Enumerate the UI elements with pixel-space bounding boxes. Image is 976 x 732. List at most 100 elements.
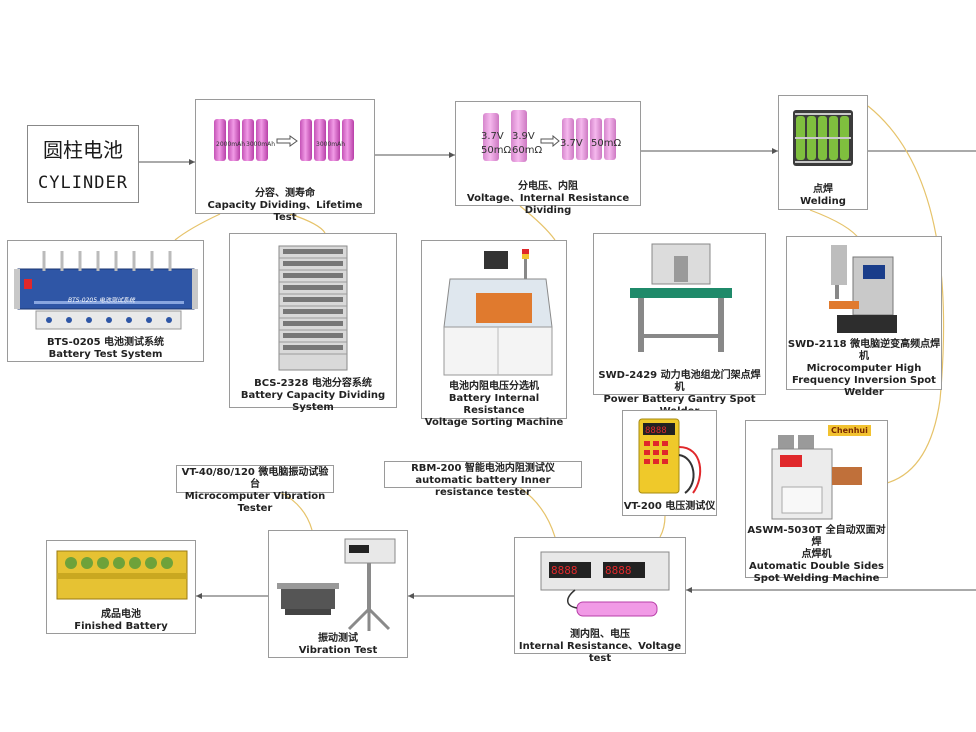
voltage-v3: 3.7V <box>560 138 583 149</box>
vibration-tester-icon <box>277 538 396 631</box>
resistance-tester-icon: 8888 8888 <box>540 551 670 617</box>
inversion-spot-welder-icon <box>829 245 897 333</box>
resistance-r2: 60mΩ <box>512 145 543 156</box>
rbm-cn: RBM-200 智能电池内阻测试仪 <box>411 463 555 474</box>
title-en: CYLINDER <box>38 173 128 193</box>
sorter-caption: 电池内阻电压分选机 Battery Internal Resistance Vo… <box>422 381 566 429</box>
aswm-caption: ASWM-5030T 全自动双面对焊 点焊机 Automatic Double … <box>746 525 887 585</box>
voltage-caption: 分电压、内阻 Voltage、Internal Resistance Divid… <box>456 181 640 217</box>
brand-logo: Chenhui <box>828 425 871 436</box>
arrow-right-icon <box>540 135 560 147</box>
battery-cell-icon <box>256 119 268 161</box>
vt200-caption: VT-200 电压测试仪 <box>623 501 716 513</box>
battery-cell-icon <box>228 119 240 161</box>
cell-label-1: 2000mAh <box>216 141 246 148</box>
capacity-step-box: 2000mAh 3000mAh 3000mAh 分容、测寿命 Capacity … <box>195 99 375 223</box>
bts-machine-box: BTS-0205 电池测试系统 BTS-0205 电池测试系统 Battery … <box>7 240 204 362</box>
battery-cell-icon <box>300 119 312 161</box>
swd2429-machine-box: SWD-2429 动力电池组龙门架点焊机 Power Battery Gantr… <box>593 233 766 417</box>
double-side-spot-welder-icon <box>771 435 862 520</box>
vibration-en: Vibration Test <box>298 645 378 656</box>
vibration-cn: 振动测试 <box>318 633 358 644</box>
bcs-caption: BCS-2328 电池分容系统 Battery Capacity Dividin… <box>230 378 396 414</box>
svg-text:8888: 8888 <box>605 564 632 577</box>
curve-welding-aswm <box>867 105 945 484</box>
battery-pack-icon <box>793 110 853 166</box>
vibration-caption: 振动测试 Vibration Test <box>269 633 407 657</box>
curve-capacity-bts <box>174 213 221 241</box>
vt40-en: Microcomputer Vibration Tester <box>184 491 326 514</box>
curve-rbm-resistance <box>519 487 556 538</box>
aswm-machine-box: Chenhui ASWM-5030T 全自动双面对焊 点焊机 Automatic… <box>745 420 888 584</box>
curve-capacity-bcs <box>289 213 326 234</box>
voltage-en: Voltage、Internal Resistance Dividing <box>466 193 630 216</box>
bts-en: Battery Test System <box>48 349 163 360</box>
rbm-en: automatic battery Inner resistance teste… <box>415 475 551 498</box>
resistance-r3: 50mΩ <box>591 138 622 149</box>
finished-caption: 成品电池 Finished Battery <box>47 609 195 633</box>
sorting-machine-icon <box>443 249 553 376</box>
battery-cell-icon <box>590 118 602 160</box>
aswm-cn2: 点焊机 <box>801 549 832 560</box>
vt40-cn: VT-40/80/120 微电脑振动试验台 <box>181 467 329 490</box>
finished-cn: 成品电池 <box>101 609 141 620</box>
curve-voltage-sorter <box>519 205 556 241</box>
cell-label-2: 3000mAh <box>246 141 276 148</box>
aswm-en1: Automatic Double Sides <box>749 561 884 572</box>
svg-text:8888: 8888 <box>551 564 578 577</box>
curve-vt200-resistance <box>659 515 666 538</box>
battery-cabinet-icon <box>278 245 348 371</box>
resistance-test-box: 8888 8888 测内阻、电压 Internal Resistance、Vol… <box>514 537 686 664</box>
sorter-en1: Battery Internal Resistance <box>448 393 540 416</box>
resistance-cn: 测内阻、电压 <box>570 629 630 640</box>
aswm-cn1: ASWM-5030T 全自动双面对焊 <box>747 525 886 548</box>
battery-cell-icon <box>483 113 499 161</box>
voltage-step-box: 3.7V 50mΩ 3.9V 60mΩ 3.7V 50mΩ 分电压、内阻 Vol… <box>455 101 641 216</box>
vt40-label-box: VT-40/80/120 微电脑振动试验台 Microcomputer Vibr… <box>176 465 334 514</box>
title-cn: 圆柱电池 <box>43 138 123 162</box>
voltage-tester-icon: 8888 <box>638 418 702 494</box>
battery-cell-icon <box>314 119 326 161</box>
rbm-label-box: RBM-200 智能电池内阻测试仪 automatic battery Inne… <box>384 461 582 498</box>
battery-cell-icon <box>328 119 340 161</box>
sorter-machine-box: 电池内阻电压分选机 Battery Internal Resistance Vo… <box>421 240 567 428</box>
battery-cell-icon <box>576 118 588 160</box>
finished-battery-box: 成品电池 Finished Battery <box>46 540 196 634</box>
swd2118-machine-box: SWD-2118 微电脑逆变高频点焊机 Microcomputer High F… <box>786 236 942 398</box>
bcs-en: Battery Capacity Dividing System <box>240 390 386 413</box>
voltage-cn: 分电压、内阻 <box>518 181 578 192</box>
capacity-caption: 分容、测寿命 Capacity Dividing、Lifetime Test <box>196 188 374 224</box>
swd2118-caption: SWD-2118 微电脑逆变高频点焊机 Microcomputer High F… <box>787 339 941 399</box>
bts-cn: BTS-0205 电池测试系统 <box>46 337 165 348</box>
bcs-cn: BCS-2328 电池分容系统 <box>254 378 372 389</box>
sorter-en2: Voltage Sorting Machine <box>424 417 564 428</box>
voltage-v1: 3.7V <box>481 131 504 142</box>
sorter-cn: 电池内阻电压分选机 <box>449 381 539 392</box>
welding-en: Welding <box>800 196 846 207</box>
swd2118-en1: Microcomputer High <box>806 363 922 374</box>
vibration-test-box: 振动测试 Vibration Test <box>268 530 408 658</box>
resistance-en: Internal Resistance、Voltage test <box>518 641 682 664</box>
finished-battery-pack-icon <box>56 550 188 600</box>
aswm-en2: Spot Welding Machine <box>753 573 880 584</box>
gantry-spot-welder-icon <box>630 243 732 352</box>
battery-cell-icon <box>604 118 616 160</box>
cylinder-title-box: 圆柱电池 CYLINDER <box>27 125 139 203</box>
rbm-caption: RBM-200 智能电池内阻测试仪 automatic battery Inne… <box>385 463 581 499</box>
finished-en: Finished Battery <box>74 621 168 632</box>
capacity-en: Capacity Dividing、Lifetime Test <box>207 200 363 223</box>
svg-text:8888: 8888 <box>645 426 667 436</box>
swd2118-cn: SWD-2118 微电脑逆变高频点焊机 <box>787 339 941 362</box>
bts-caption: BTS-0205 电池测试系统 Battery Test System <box>8 337 203 361</box>
cell-label-3: 3000mAh <box>316 141 346 148</box>
resistance-r1: 50mΩ <box>481 145 512 156</box>
welding-cn: 点焊 <box>813 184 833 195</box>
swd2118-en3: Welder <box>844 387 884 398</box>
bts-panel-label: BTS-0205 电池测试系统 <box>68 297 135 304</box>
arrow-right-icon <box>276 135 298 147</box>
bcs-machine-box: BCS-2328 电池分容系统 Battery Capacity Dividin… <box>229 233 397 413</box>
resistance-caption: 测内阻、电压 Internal Resistance、Voltage test <box>515 629 685 665</box>
vt200-machine-box: 8888 VT-200 电压测试仪 <box>622 410 717 516</box>
curve-vt40-vibration <box>279 491 313 531</box>
